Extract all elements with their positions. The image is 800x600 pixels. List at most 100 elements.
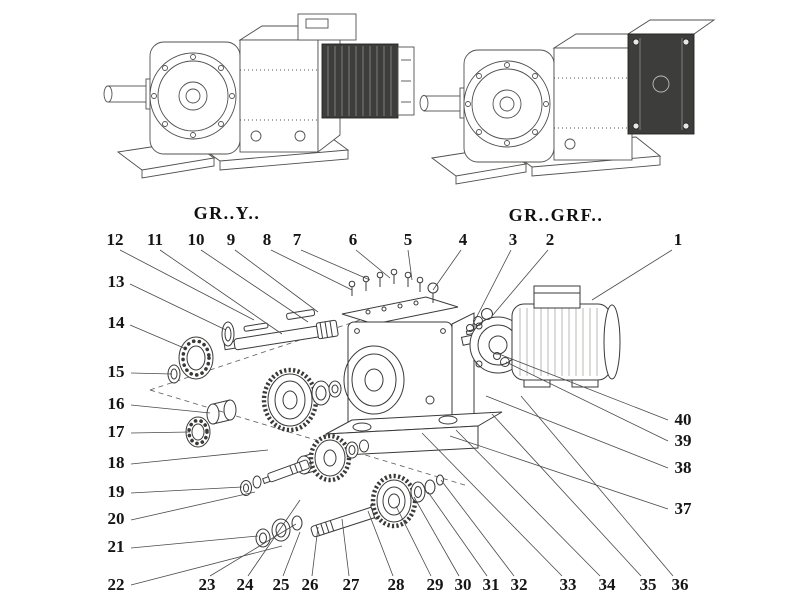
base-slot-left: [352, 422, 372, 432]
part-number-8: 8: [263, 230, 272, 249]
leader-line-37: [449, 435, 669, 510]
second-gear-washer-inner: [348, 445, 356, 455]
output-circlip: [436, 474, 444, 486]
leader-line-13: [129, 283, 227, 331]
leader-line-34: [455, 429, 601, 577]
leader-line-10: [200, 249, 309, 323]
spacer-sleeve: [206, 399, 237, 425]
washer-1: [240, 480, 252, 496]
part-number-10: 10: [188, 230, 205, 249]
second-gear-group: [296, 433, 369, 483]
part-number-23: 23: [199, 575, 216, 594]
washer-1-inner: [243, 483, 249, 493]
leader-line-8: [270, 249, 353, 291]
motor-fan-end: [603, 304, 621, 380]
part-number-20: 20: [108, 509, 125, 528]
base-plate-edge: [219, 150, 349, 171]
leader-line-24: [247, 499, 301, 577]
part-number-9: 9: [227, 230, 236, 249]
leader-line-35: [491, 413, 642, 577]
variant-label-gr-grf: GR..GRF..: [509, 205, 604, 225]
gear-retainer-ring: [328, 380, 342, 398]
hex-bolt-1: [348, 280, 356, 296]
housing-top-plate: [341, 296, 459, 325]
intermediate-bearing: [185, 416, 211, 448]
flange-top-face: [626, 19, 716, 35]
eye-bolt: [427, 282, 439, 303]
end-cap: [255, 528, 271, 548]
leader-line-21: [130, 535, 259, 549]
leader-line-16: [130, 404, 211, 414]
output-seal-ring: [271, 518, 291, 542]
leader-line-27: [341, 518, 350, 577]
part-number-31: 31: [483, 575, 500, 594]
large-gear-group: [261, 367, 342, 433]
second-gear-hub: [323, 449, 337, 467]
leader-line-32: [440, 479, 515, 577]
leader-line-20: [130, 491, 256, 521]
output-gear-hub: [388, 493, 400, 509]
leader-line-25: [282, 531, 301, 577]
leader-line-7: [300, 249, 371, 281]
shaft-key-small: [243, 322, 269, 332]
part-number-22: 22: [108, 575, 125, 594]
leader-line-40: [498, 353, 669, 421]
flange-washers-lower: [493, 352, 510, 367]
figure-assembled-gr-y: [103, 13, 415, 179]
leader-line-19: [130, 486, 243, 494]
output-shaft: [423, 95, 465, 112]
leader-line-4: [432, 249, 462, 291]
washer-2: [252, 475, 262, 489]
leader-line-23: [209, 523, 297, 577]
large-gear-rib: [274, 380, 306, 420]
terminal-box-lid: [305, 18, 329, 29]
motor-foot-left: [523, 379, 551, 388]
base-slot-right: [438, 415, 458, 425]
cover-bolts: [151, 54, 235, 138]
top-plate-bolt-holes: [365, 300, 419, 315]
part-number-30: 30: [455, 575, 472, 594]
front-cover: [149, 52, 237, 140]
part-number-36: 36: [672, 575, 689, 594]
leader-line-36: [520, 395, 674, 577]
housing-bore-mid: [351, 353, 397, 407]
output-shaft-end: [103, 85, 113, 103]
part-number-13: 13: [108, 272, 125, 291]
cover-bolts: [465, 62, 549, 146]
part-number-33: 33: [560, 575, 577, 594]
part-number-19: 19: [108, 482, 125, 501]
leader-line-1: [591, 249, 673, 301]
hex-bolt-3: [376, 271, 384, 287]
part-number-2: 2: [546, 230, 555, 249]
leader-line-31: [427, 491, 488, 577]
seal-cover-disc-inner: [224, 326, 232, 342]
motor-terminal-box: [533, 285, 581, 309]
part-number-34: 34: [599, 575, 617, 594]
part-number-27: 27: [343, 575, 361, 594]
leader-line-28: [367, 510, 394, 577]
part-number-7: 7: [293, 230, 302, 249]
leader-line-2: [491, 249, 549, 317]
leader-line-14: [129, 324, 185, 349]
housing-bore-outer: [343, 345, 405, 415]
large-gear-hub: [282, 390, 298, 410]
base-plate-edge: [531, 156, 661, 177]
exploded-view: [149, 268, 621, 548]
leader-line-9: [234, 249, 319, 313]
front-cover: [463, 60, 551, 148]
leader-line-30: [413, 496, 460, 577]
construction-line-lower: [149, 389, 469, 487]
hex-bolt-4: [390, 268, 398, 284]
leader-line-12: [119, 249, 255, 321]
hex-bolt-6: [416, 276, 424, 292]
front-shaft-bore: [499, 96, 515, 112]
oil-plug: [294, 130, 306, 142]
part-number-24: 24: [237, 575, 255, 594]
output-gear-rib: [382, 486, 406, 516]
leader-line-3: [471, 249, 512, 327]
part-number-5: 5: [404, 230, 413, 249]
flange-bolts: [632, 38, 690, 130]
leader-line-26: [311, 526, 319, 577]
